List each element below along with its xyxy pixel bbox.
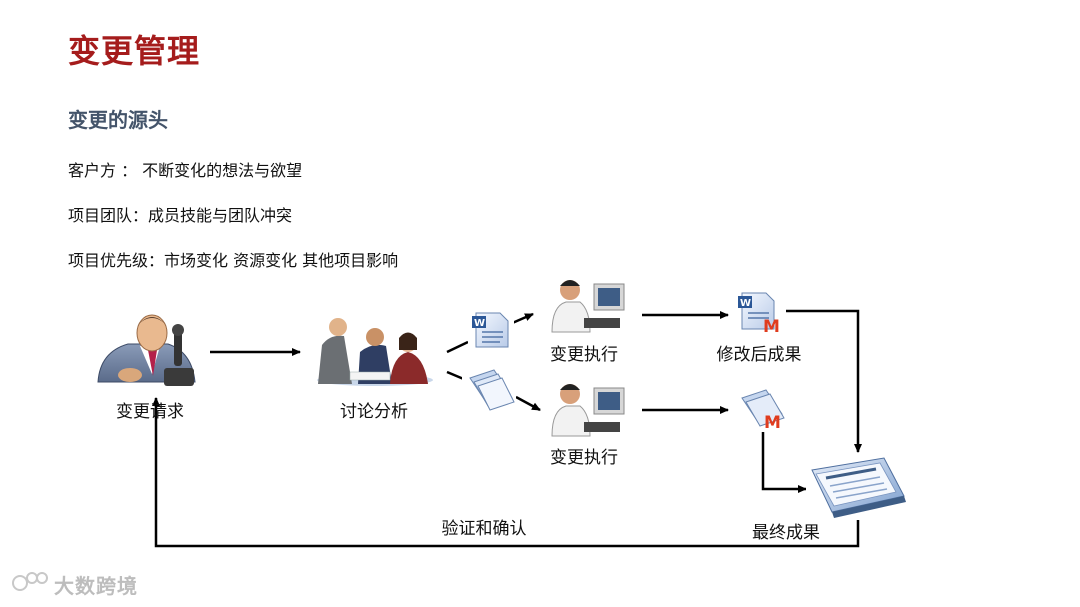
computer-worker-icon-bottom	[548, 374, 628, 437]
node-label-execute-top: 变更执行	[550, 345, 618, 365]
newspaper-icon	[806, 456, 910, 520]
node-label-request: 变更请求	[116, 402, 184, 422]
page-title: 变更管理	[68, 32, 201, 70]
arrow-revised-to-final	[786, 309, 862, 453]
svg-text:M: M	[763, 317, 780, 337]
svg-text:M: M	[764, 413, 781, 433]
meeting-people-icon	[317, 318, 433, 386]
watermark-text: 大数跨境	[54, 574, 138, 598]
arrow-discussion-to-doc-top	[446, 340, 469, 354]
arrow-verification-loop	[152, 397, 860, 548]
node-label-revised: 修改后成果	[716, 345, 802, 365]
stacked-pages-modified-icon: M	[736, 386, 790, 433]
arrow-pages-to-final	[761, 432, 807, 493]
svg-text:W: W	[740, 298, 751, 309]
arrow-doc-to-execute-bottom	[515, 395, 541, 412]
word-document-modified-icon: W M	[734, 289, 784, 337]
watermark-logo-icon	[12, 572, 48, 591]
section-subtitle: 变更的源头	[68, 108, 168, 132]
source-line-priority: 项目优先级：市场变化 资源变化 其他项目影响	[68, 251, 399, 270]
node-label-final: 最终成果	[752, 523, 820, 543]
source-line-team: 项目团队：成员技能与团队冲突	[68, 206, 293, 225]
computer-worker-icon-top	[548, 270, 628, 333]
loop-label: 验证和确认	[441, 519, 527, 539]
node-label-discussion: 讨论分析	[340, 402, 408, 422]
stacked-pages-icon	[462, 366, 516, 412]
node-label-execute-bottom: 变更执行	[550, 448, 618, 468]
source-line-customer: 客户方 ： 不断变化的想法与欲望	[68, 161, 303, 180]
svg-text:W: W	[474, 318, 485, 329]
businessman-phone-icon	[97, 314, 196, 386]
word-document-icon: W	[468, 309, 514, 351]
